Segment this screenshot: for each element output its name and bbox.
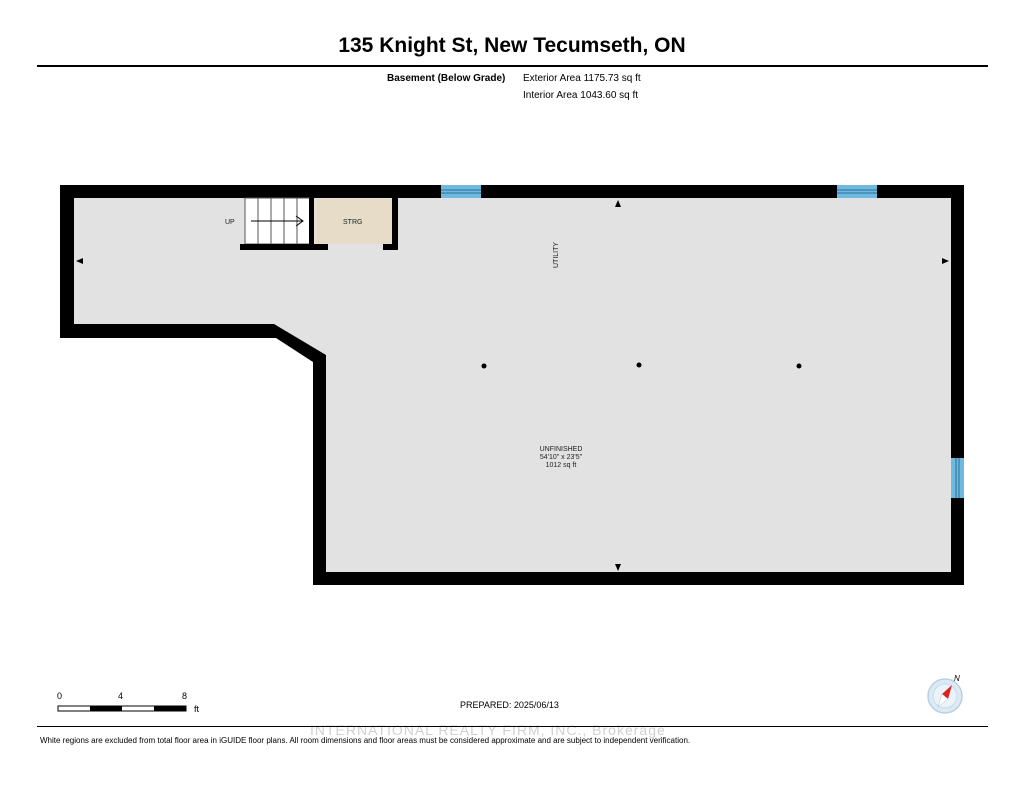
utility-label: UTILITY (553, 242, 560, 268)
header-divider (37, 65, 988, 67)
compass-north-label: N (954, 674, 960, 683)
dimension-arrow-right-icon (942, 258, 949, 264)
storage-wall-bottom (383, 244, 398, 250)
level-label: Basement (Below Grade) (387, 73, 506, 84)
arrow-right-icon (295, 215, 304, 227)
scale-tick-0: 0 (57, 691, 63, 701)
stair-wall-bottom (240, 244, 328, 250)
storage-label: STRG (343, 219, 362, 226)
support-post (481, 363, 487, 369)
scale-unit: ft (194, 704, 200, 714)
dimension-arrow-up-icon (615, 200, 621, 207)
stairs-label: UP (225, 219, 235, 226)
compass-icon (927, 678, 963, 714)
storage-wall-right (392, 198, 398, 250)
support-post (636, 362, 642, 368)
window-north-2 (837, 185, 877, 198)
scale-tick-4: 4 (118, 691, 124, 701)
room-name: UNFINISHED (540, 446, 583, 453)
room-area: 1012 sq ft (546, 462, 577, 469)
plan-title: 135 Knight St, New Tecumseth, ON (338, 34, 686, 57)
window-east (951, 458, 964, 498)
scale-bar (57, 705, 187, 712)
footer-divider (37, 726, 988, 727)
room-dimensions: 54'10" x 23'5" (540, 454, 583, 461)
support-post (796, 363, 802, 369)
disclaimer-text: White regions are excluded from total fl… (40, 736, 691, 745)
floor-area (74, 198, 951, 572)
window-north-1 (441, 185, 481, 198)
storage-room (316, 199, 392, 244)
storage-wall-left (309, 198, 314, 250)
prepared-date: PREPARED: 2025/06/13 (460, 700, 559, 710)
exterior-area: Exterior Area 1175.73 sq ft (523, 73, 641, 84)
interior-area: Interior Area 1043.60 sq ft (523, 90, 639, 101)
scale-tick-8: 8 (182, 691, 188, 701)
dimension-arrow-left-icon (76, 258, 83, 264)
dimension-arrow-down-icon (615, 564, 621, 571)
staircase (244, 197, 311, 245)
